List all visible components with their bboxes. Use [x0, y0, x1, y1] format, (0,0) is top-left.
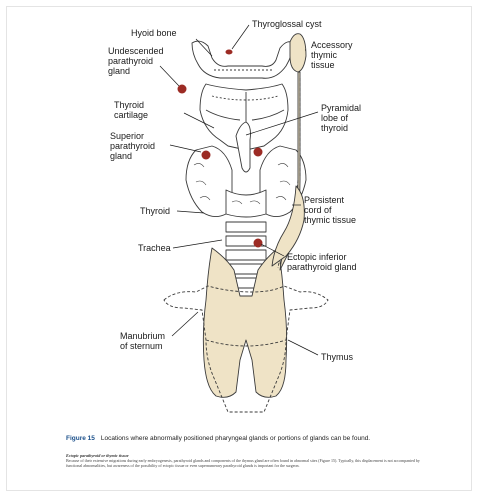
thyroid-isthmus — [226, 190, 266, 217]
label-accessory-thymic-tissue: Accessory thymic tissue — [311, 40, 353, 70]
label-thyroglossal-cyst: Thyroglossal cyst — [252, 19, 322, 29]
thyroglossal-cyst-dot — [226, 50, 233, 55]
label-persistent-cord: Persistent cord of thymic tissue — [304, 195, 356, 225]
figure-caption: Figure 15 Locations where abnormally posi… — [66, 435, 476, 442]
label-trachea: Trachea — [138, 243, 171, 253]
label-thyroid: Thyroid — [140, 206, 170, 216]
superior-parathyroid-dot-right — [254, 148, 263, 157]
label-superior-parathyroid: Superior parathyroid gland — [110, 131, 155, 161]
superior-parathyroid-dot-left — [202, 151, 211, 160]
label-thymus: Thymus — [321, 352, 353, 362]
anatomy-illustration — [0, 0, 479, 420]
label-manubrium: Manubrium of sternum — [120, 331, 165, 351]
figure-caption-text: Locations where abnormally positioned ph… — [101, 435, 370, 442]
label-pyramidal-lobe: Pyramidal lobe of thyroid — [321, 103, 361, 133]
accessory-thymic-tissue — [290, 34, 306, 72]
label-thyroid-cartilage: Thyroid cartilage — [114, 100, 148, 120]
label-hyoid-bone: Hyoid bone — [131, 28, 177, 38]
figure-number: Figure 15 — [66, 435, 95, 442]
note-body: Because of their extensive migrations du… — [66, 458, 426, 468]
hyoid-bone — [192, 41, 294, 78]
ectopic-inferior-parathyroid-dot — [254, 239, 263, 248]
label-undescended-parathyroid: Undescended parathyroid gland — [108, 46, 164, 76]
label-ectopic-inferior-parathyroid: Ectopic inferior parathyroid gland — [287, 252, 357, 272]
